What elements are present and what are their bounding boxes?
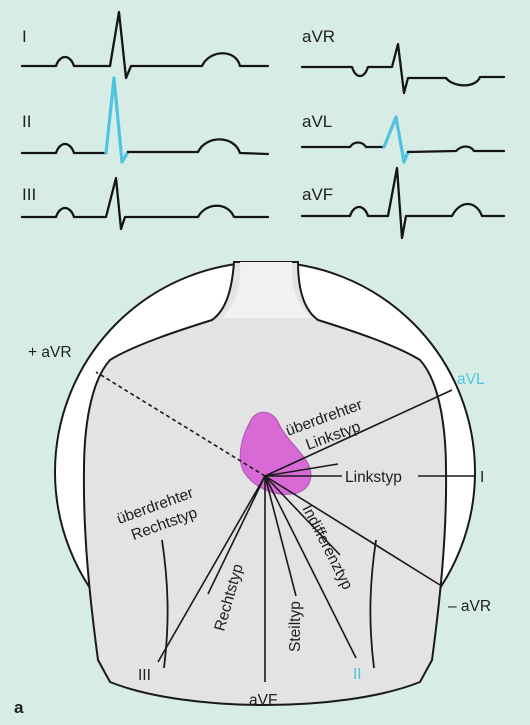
plus-avr-label: + aVR xyxy=(28,344,72,361)
lead-i-trace xyxy=(22,12,268,78)
lead-ii-label: II xyxy=(22,112,31,131)
avf-label: aVF xyxy=(249,692,277,709)
avl-label: aVL xyxy=(457,371,485,388)
lead-iii-trace xyxy=(22,178,268,229)
zone-linkstyp: Linkstyp xyxy=(345,469,402,486)
axis-diagram: + aVR aVL I – aVR II aVF III überdrehter… xyxy=(28,262,491,709)
lead-i-label: I xyxy=(22,27,27,46)
lead-avf-label: aVF xyxy=(302,185,333,204)
i-label: I xyxy=(480,469,484,486)
minus-avr-label: – aVR xyxy=(448,598,491,615)
ecg-panel xyxy=(22,12,504,238)
figure-label: a xyxy=(14,698,24,717)
iii-label: III xyxy=(138,667,151,684)
lead-avl-trace xyxy=(302,117,504,162)
zone-steiltyp: Steiltyp xyxy=(287,601,304,652)
lead-ii-trace xyxy=(22,78,268,162)
lead-avr-label: aVR xyxy=(302,27,335,46)
ii-label: II xyxy=(353,666,362,683)
lead-avl-label: aVL xyxy=(302,112,332,131)
lead-avr-trace xyxy=(302,44,504,93)
lead-iii-label: III xyxy=(22,185,36,204)
